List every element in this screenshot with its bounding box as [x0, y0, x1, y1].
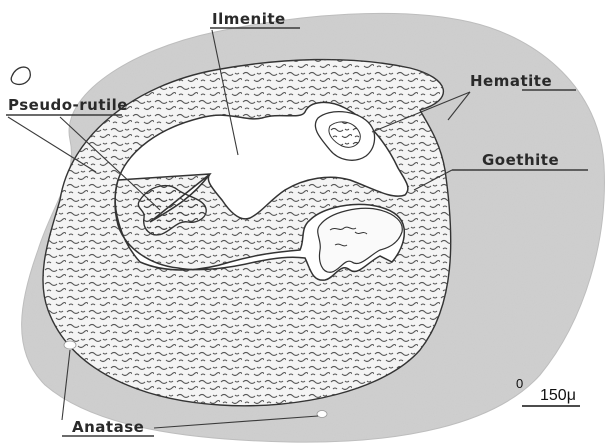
label-hematite: Hematite: [470, 72, 552, 90]
scale-bar-end: 150μ: [540, 387, 576, 404]
anatase-speck-right: [317, 411, 327, 418]
label-pseudo-rutile: Pseudo-rutile: [8, 96, 128, 114]
label-goethite: Goethite: [482, 151, 559, 169]
label-anatase: Anatase: [72, 418, 144, 436]
anatase-speck-left: [64, 341, 76, 349]
scale-bar-start: 0: [516, 376, 523, 391]
label-ilmenite: Ilmenite: [212, 10, 286, 28]
stray-inclusion: [11, 67, 30, 84]
